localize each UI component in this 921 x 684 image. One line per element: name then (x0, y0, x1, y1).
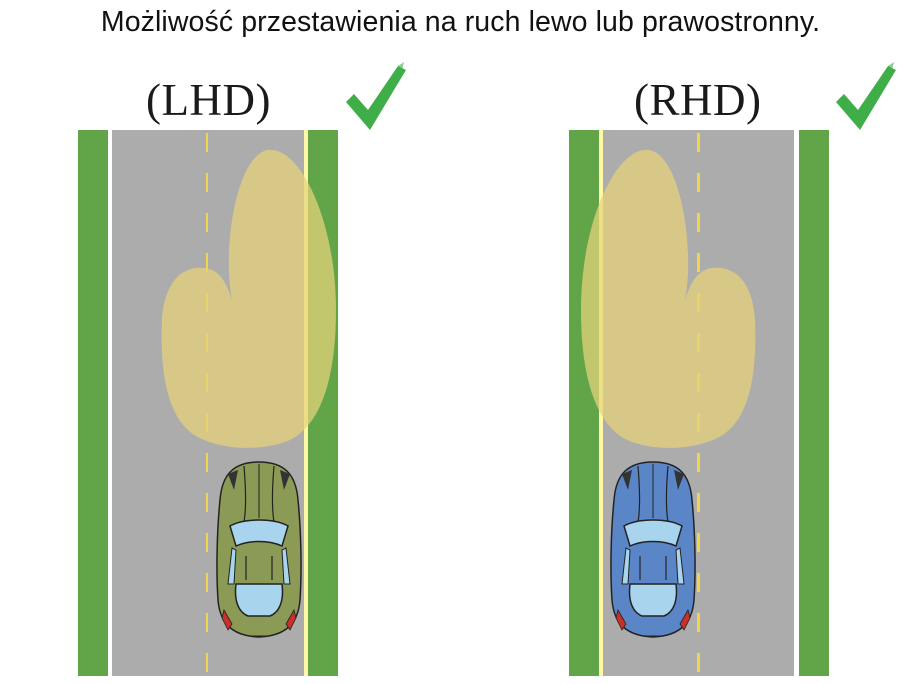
checkmark-icon (836, 62, 896, 130)
car-lhd (216, 461, 302, 638)
headlight-beam (581, 149, 756, 448)
grass-strip-right (799, 130, 829, 676)
checkmark-icon (346, 62, 406, 130)
car-rhd (610, 461, 696, 638)
edge-line-left (108, 130, 112, 676)
rhd-road-panel (569, 130, 829, 676)
rhd-label: (RHD) (634, 75, 762, 125)
lhd-road-panel (78, 130, 338, 676)
lhd-label: (LHD) (146, 75, 271, 125)
headlight-beam (161, 149, 336, 448)
edge-line-right (794, 130, 799, 676)
caption: Możliwość przestawienia na ruch lewo lub… (100, 6, 821, 38)
grass-strip-left (569, 130, 599, 676)
grass-strip-left (78, 130, 108, 676)
